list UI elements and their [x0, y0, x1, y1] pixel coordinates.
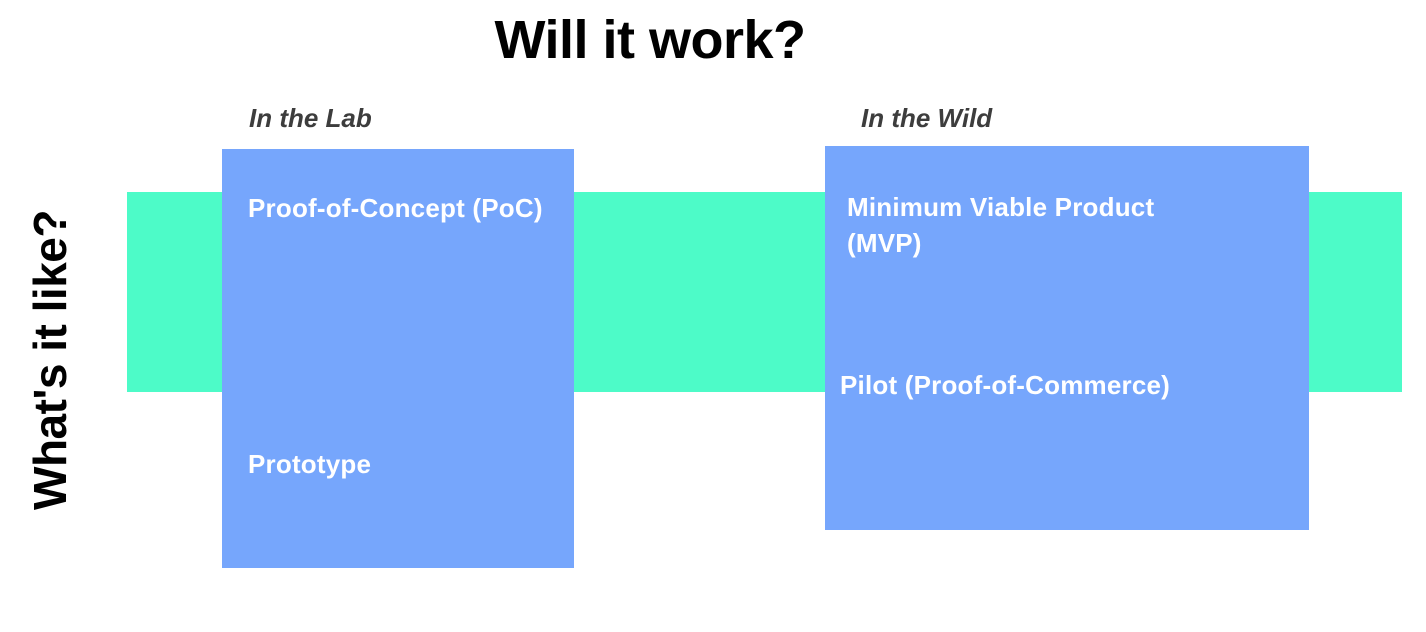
- stage-item-prototype: Prototype: [248, 449, 372, 479]
- column-header-in-the-lab: In the Lab: [249, 103, 372, 133]
- page-title: Will it work?: [494, 10, 806, 70]
- stage-item-proof-of-concept: Proof-of-Concept (PoC): [248, 193, 543, 223]
- stage-box-lab: Proof-of-Concept (PoC) Prototype: [222, 149, 574, 568]
- column-header-in-the-wild: In the Wild: [861, 103, 993, 133]
- vertical-axis-label-container: What's it like?: [15, 125, 85, 595]
- stage-item-minimum-viable-product: Minimum Viable Product (MVP): [847, 192, 1155, 258]
- stage-item-pilot: Pilot (Proof-of-Commerce): [840, 370, 1170, 400]
- stage-box-wild: Minimum Viable Product (MVP) Pilot (Proo…: [825, 146, 1309, 530]
- vertical-axis-label: What's it like?: [24, 210, 76, 510]
